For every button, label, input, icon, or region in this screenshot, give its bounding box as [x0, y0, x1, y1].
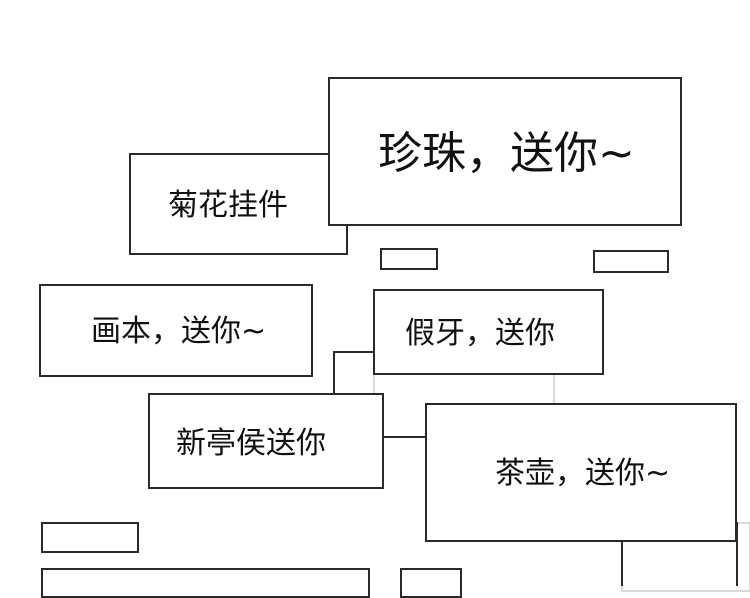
partial-bubble-bottom-left [41, 568, 370, 598]
empty-box-a [380, 248, 438, 270]
empty-box-c [41, 522, 139, 553]
connector-line [736, 522, 738, 586]
gift-label-chrysanthemum: 菊花挂件 [168, 188, 288, 223]
empty-box-b [593, 250, 669, 273]
connector-line [333, 351, 375, 353]
gift-label-teapot: 茶壶，送你~ [495, 456, 671, 491]
gift-bubble-picture-book: 画本，送你~ [39, 284, 313, 377]
gift-bubble-pearl: 珍珠，送你~ [328, 77, 682, 226]
gift-label-picture-book: 画本，送你~ [91, 314, 267, 349]
gift-bubble-dentures: 假牙，送你 [373, 289, 604, 375]
connector-line [333, 351, 335, 395]
gift-bubble-teapot: 茶壶，送你~ [425, 403, 737, 542]
gift-bubble-xintinghou: 新亭侯送你 [148, 393, 384, 489]
gift-label-xintinghou: 新亭侯送你 [176, 426, 326, 461]
empty-box-d [400, 568, 462, 598]
gift-label-dentures: 假牙，送你 [405, 316, 555, 351]
connector-line [621, 540, 623, 586]
gift-bubble-chrysanthemum: 菊花挂件 [129, 153, 348, 255]
connector-line [382, 436, 428, 438]
gift-label-pearl: 珍珠，送你~ [378, 128, 635, 179]
